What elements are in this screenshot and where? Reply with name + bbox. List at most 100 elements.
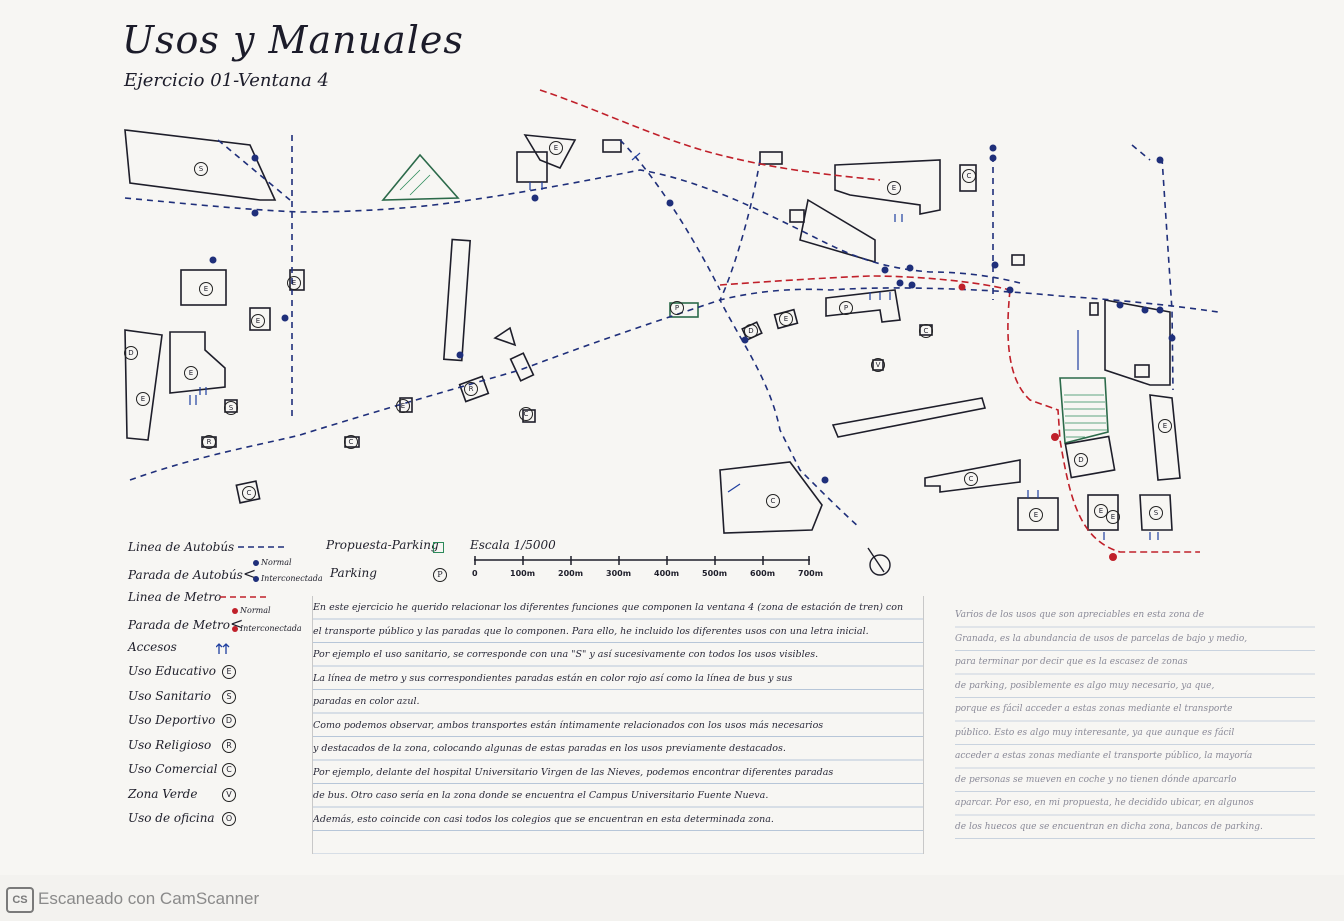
- metro-lines: [539, 89, 1200, 553]
- notes-left-column: En este ejercicio he querido relacionar …: [312, 596, 924, 854]
- legend-bus-stop-normal: Normal: [253, 558, 292, 567]
- note-line: de los huecos que se encuentran en dicha…: [955, 821, 1263, 832]
- note-line: para terminar por decir que es la escase…: [955, 657, 1188, 667]
- map-use-code-marker: C: [964, 472, 978, 486]
- note-line: paradas en color azul.: [313, 696, 420, 707]
- map-use-code-marker: E: [287, 276, 301, 290]
- legend-use-item: Zona Verde: [128, 787, 197, 801]
- legend-bus-line-sample: [238, 546, 288, 548]
- building-block: [180, 269, 227, 306]
- note-line: de bus. Otro caso sería en la zona donde…: [313, 790, 769, 801]
- legend-use-code-icon: C: [222, 763, 236, 777]
- building-block: [834, 159, 941, 215]
- note-line: acceder a estas zonas mediante el transp…: [955, 751, 1253, 761]
- building-block: [1139, 494, 1173, 531]
- legend-use-item: Uso Educativo: [128, 664, 216, 678]
- building-block: [1149, 394, 1181, 481]
- building-block: [249, 307, 271, 331]
- note-line: Como podemos observar, ambos transportes…: [313, 719, 824, 731]
- note-line: y destacados de la zona, colocando algun…: [313, 743, 786, 754]
- legend-metro-line-sample: [220, 596, 270, 598]
- building-block: [1011, 254, 1025, 266]
- parking-icon: P: [433, 566, 447, 582]
- map-use-code-marker: V: [871, 358, 885, 372]
- note-line: Varios de los usos que son apreciables e…: [955, 610, 1205, 620]
- legend-use-label: Uso de oficina: [128, 811, 215, 825]
- legend-use-code-icon: O: [222, 812, 236, 826]
- building-block: [602, 139, 622, 153]
- legend-use-label: Uso Religioso: [128, 737, 212, 752]
- building-block: [516, 151, 548, 183]
- legend-use-code-icon: R: [222, 738, 236, 753]
- map-use-code-marker: S: [194, 162, 208, 176]
- map-use-code-marker: E: [779, 312, 793, 326]
- building-block: [759, 151, 783, 165]
- camscanner-logo: CS: [6, 887, 34, 913]
- notes-right-column: Varios de los usos que son apreciables e…: [955, 604, 1315, 854]
- legend-access: Accesos: [128, 640, 177, 654]
- legend-use-item: Uso Comercial: [128, 762, 217, 776]
- scale-tick-label: 500m: [702, 569, 728, 578]
- note-line: público. Esto es algo muy interesante, y…: [955, 727, 1235, 738]
- legend-metro-stop: Parada de Metro<: [128, 614, 244, 633]
- legend-metro-line: Linea de Metro: [128, 590, 222, 604]
- map-use-code-marker: E: [549, 141, 563, 155]
- map-use-code-marker: S: [224, 401, 238, 415]
- building-block: [825, 289, 901, 323]
- legend-parking-proposal: Propuesta-Parking: [326, 538, 439, 552]
- access-arrows-icon: [216, 643, 230, 654]
- legend-bus-stop-interconnected: Interconectada: [253, 574, 323, 583]
- legend-use-label: Zona Verde: [128, 786, 198, 801]
- map-use-code-marker: E: [199, 282, 213, 296]
- note-line: En este ejercicio he querido relacionar …: [313, 602, 904, 613]
- map-use-code-marker: S: [1149, 506, 1163, 520]
- scale-tick-label: 300m: [606, 569, 632, 578]
- map-use-code-marker: E: [396, 399, 410, 413]
- legend-use-item: Uso Religioso: [128, 738, 211, 752]
- note-line: el transporte público y las paradas que …: [313, 625, 869, 637]
- map-use-code-marker: P: [839, 301, 853, 315]
- building-block: [924, 459, 1021, 493]
- building-block: [124, 329, 163, 441]
- bus-lines: [124, 135, 1219, 529]
- scale-tick-label: 400m: [654, 569, 680, 578]
- map-use-code-marker: C: [519, 407, 533, 421]
- map-use-code-marker: R: [464, 382, 478, 396]
- metro-stops: [958, 283, 1117, 561]
- bus-stops: [209, 144, 1176, 484]
- green-zone-hatch: [399, 169, 1107, 438]
- building-block: [1134, 364, 1150, 378]
- building-block: [235, 480, 261, 504]
- scale-tick-label: 600m: [750, 569, 776, 578]
- legend-bus-stop: Parada de Autobús<: [128, 564, 257, 583]
- map-use-code-marker: E: [1029, 508, 1043, 522]
- scanner-footer: [0, 875, 1344, 921]
- parking-proposal-icon: [433, 542, 444, 553]
- map-use-code-marker: E: [184, 366, 198, 380]
- scale-tick-label: 0: [472, 569, 478, 578]
- map-use-code-marker: C: [766, 494, 780, 508]
- building-block: [169, 331, 226, 394]
- building-block: [493, 326, 517, 347]
- legend-use-code-icon: E: [222, 665, 236, 679]
- legend-bus-line: Linea de Autobús: [128, 540, 235, 554]
- green-zone-block: [381, 153, 460, 201]
- legend-use-label: Uso Comercial: [128, 762, 218, 776]
- legend-use-label: Uso Deportivo: [128, 713, 216, 727]
- legend-use-code-icon: D: [222, 714, 236, 728]
- scale-tick-label: 200m: [558, 569, 584, 578]
- legend-use-code-icon: S: [222, 689, 236, 704]
- building-block: [124, 129, 277, 201]
- legend-use-item: Uso Sanitario: [128, 689, 211, 703]
- building-block: [719, 461, 823, 534]
- map-use-code-marker: D: [1074, 453, 1088, 467]
- scale-title: Escala 1/5000: [470, 538, 556, 552]
- legend-use-item: Uso de oficina: [128, 811, 215, 825]
- map-use-code-marker: E: [136, 392, 150, 406]
- map-use-code-marker: C: [919, 324, 933, 338]
- note-line: porque es fácil acceder a estas zonas me…: [955, 704, 1233, 714]
- legend-metro-stop-interconnected: Interconectada: [232, 624, 302, 633]
- building-block: [789, 209, 805, 223]
- map-use-code-marker: D: [744, 324, 758, 338]
- building-block: [1089, 302, 1099, 316]
